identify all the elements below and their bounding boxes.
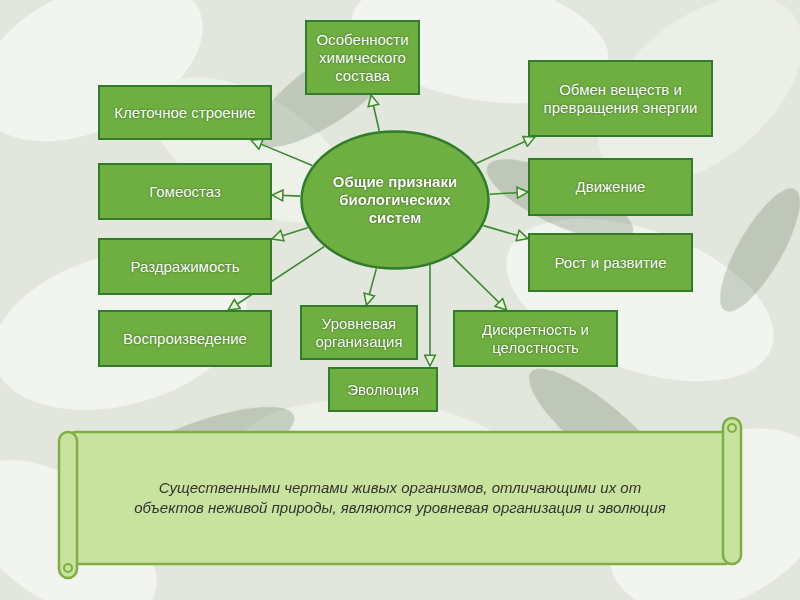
connector <box>452 256 507 310</box>
connector <box>272 195 300 196</box>
node-label: Воспроизведение <box>123 330 247 348</box>
connector <box>483 226 528 239</box>
scroll-roll <box>59 432 77 578</box>
connector <box>272 228 308 239</box>
node-label: Гомеостаз <box>149 183 221 201</box>
ellipse-outline <box>302 132 489 269</box>
node-label: Особенности химического состава <box>315 31 410 85</box>
property-box: Особенности химического состава <box>305 20 420 95</box>
connector <box>366 269 376 305</box>
scroll-shape <box>55 418 745 578</box>
scroll-band <box>71 432 729 564</box>
node-label: Эволюция <box>347 381 419 399</box>
property-box: Клеточное строение <box>98 85 272 140</box>
node-label: Общие признаки биологических систем <box>333 173 458 227</box>
note-text: Существенными чертами живых организмов, … <box>125 478 675 518</box>
scroll-roll <box>723 418 741 564</box>
scroll-curl <box>728 424 736 432</box>
node-label: Уровневая организация <box>310 315 408 351</box>
property-box: Обмен веществ и превращения энергии <box>528 60 713 137</box>
property-box: Дискретность и целостность <box>453 310 618 367</box>
connector <box>429 265 431 366</box>
connector <box>371 95 379 131</box>
node-label: Движение <box>576 178 646 196</box>
node-label: Дискретность и целостность <box>463 321 608 357</box>
connector <box>490 192 528 194</box>
node-label: Обмен веществ и превращения энергии <box>538 81 703 117</box>
central-ellipse: Общие признаки биологических систем <box>300 130 490 270</box>
node-label: Рост и развитие <box>554 254 666 272</box>
scroll-curl <box>64 564 72 572</box>
node-label: Раздражимость <box>131 258 240 276</box>
property-box: Рост и развитие <box>528 233 693 292</box>
note-scroll: Существенными чертами живых организмов, … <box>55 418 745 578</box>
node-label: Клеточное строение <box>114 104 255 122</box>
property-box: Раздражимость <box>98 238 272 295</box>
property-box: Уровневая организация <box>300 305 418 360</box>
property-box: Гомеостаз <box>98 163 272 220</box>
connector <box>251 140 312 166</box>
property-box: Воспроизведение <box>98 310 272 367</box>
property-box: Движение <box>528 158 693 216</box>
property-box: Эволюция <box>328 367 438 412</box>
connector <box>476 137 535 164</box>
